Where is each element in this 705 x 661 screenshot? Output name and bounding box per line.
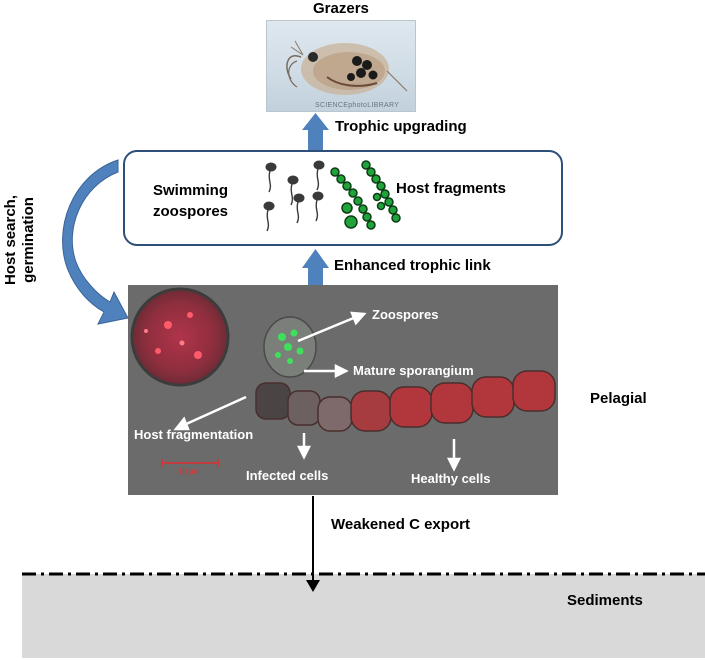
scale-bar-label: 10 µm [178, 467, 201, 476]
swimming-zoospores-label: Swimming zoospores [153, 182, 229, 220]
healthy-cells-label: Healthy cells [411, 471, 491, 486]
host-search-label: Host search, germination [2, 194, 37, 286]
enhanced-trophic-link-arrow [302, 249, 329, 285]
weakened-c-export-label: Weakened C export [331, 516, 470, 533]
sediment-layer [22, 574, 705, 658]
host-fragment-glyphs [329, 159, 401, 230]
grazers-label: Grazers [313, 0, 369, 17]
grazer-photo: SCIENCEphotoLIBRARY [266, 20, 416, 112]
red-sphere [130, 287, 230, 387]
zoospores-label: Zoospores [372, 307, 439, 322]
host-fragmentation-label: Host fragmentation [134, 427, 254, 442]
zoospore-glyphs [263, 160, 324, 231]
trophic-upgrading-label: Trophic upgrading [335, 118, 467, 135]
pelagial-label: Pelagial [590, 390, 647, 407]
trophic-upgrading-arrow [302, 113, 329, 150]
microscope-image: Zoospores Mature sporangium Host fragmen… [128, 285, 558, 495]
zoospore-box: Swimming zoospores Host fragments [123, 150, 563, 246]
infected-cells-label: Infected cells [246, 468, 329, 483]
photo-credit: SCIENCEphotoLIBRARY [315, 102, 400, 109]
c-export-arrow [306, 496, 320, 592]
host-fragments-label: Host fragments [396, 180, 507, 197]
filament-chain [255, 370, 556, 432]
enhanced-trophic-link-label: Enhanced trophic link [334, 257, 491, 274]
host-search-arrow [62, 159, 129, 325]
sediments-label: Sediments [567, 592, 643, 609]
mature-sporangium-label: Mature sporangium [353, 363, 474, 378]
